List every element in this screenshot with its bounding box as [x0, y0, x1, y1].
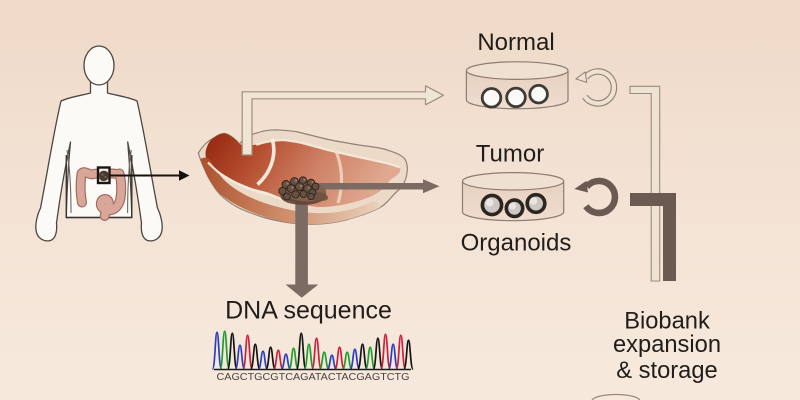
- svg-text:Biobank: Biobank: [624, 309, 710, 335]
- svg-text:& storage: & storage: [616, 358, 717, 384]
- svg-text:Normal: Normal: [477, 29, 554, 56]
- svg-text:DNA sequence: DNA sequence: [225, 297, 392, 325]
- svg-text:Organoids: Organoids: [461, 230, 572, 257]
- svg-text:Tumor: Tumor: [476, 141, 544, 168]
- svg-text:expansion: expansion: [613, 332, 721, 358]
- svg-text:CAGCTGCGTCAGATACTACGAGTCTG: CAGCTGCGTCAGATACTACGAGTCTG: [217, 371, 410, 383]
